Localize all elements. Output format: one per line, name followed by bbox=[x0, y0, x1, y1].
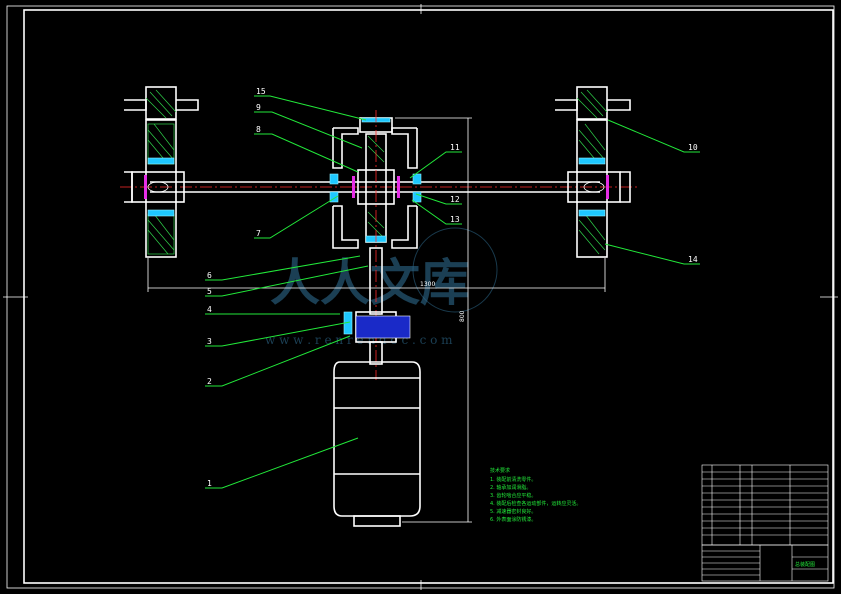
callout-6: 6 bbox=[207, 271, 212, 280]
callout-12: 12 bbox=[450, 195, 460, 204]
drawing-title: 总装配图 bbox=[795, 561, 815, 568]
watermark-ring bbox=[412, 227, 498, 313]
callout-8: 8 bbox=[256, 125, 261, 134]
callout-14: 14 bbox=[688, 255, 698, 264]
parts-list bbox=[701, 464, 829, 546]
right-wheel-assembly bbox=[555, 86, 631, 258]
notes-heading: 技术要求 bbox=[490, 467, 510, 474]
callout-4: 4 bbox=[207, 305, 212, 314]
callout-15: 15 bbox=[256, 87, 266, 96]
leader-lines bbox=[205, 95, 700, 489]
callout-11: 11 bbox=[450, 143, 460, 152]
left-wheel-assembly bbox=[124, 86, 199, 258]
note-line-4: 4. 装配后检查各运动部件，运转应灵活。 bbox=[490, 500, 581, 507]
vertical-drive bbox=[333, 247, 421, 527]
height-dimension: 800 bbox=[459, 310, 466, 322]
callout-13: 13 bbox=[450, 215, 460, 224]
callout-1: 1 bbox=[207, 479, 212, 488]
note-line-2: 2. 轴承加润滑脂。 bbox=[490, 484, 531, 491]
width-dimension: 1300 bbox=[420, 281, 435, 288]
note-line-6: 6. 外表面涂防锈漆。 bbox=[490, 516, 536, 523]
callout-5: 5 bbox=[207, 287, 212, 296]
note-line-3: 3. 齿轮啮合应平稳。 bbox=[490, 492, 536, 499]
main-shaft bbox=[120, 181, 640, 193]
centering-marks bbox=[3, 4, 838, 590]
callout-2: 2 bbox=[207, 377, 212, 386]
callout-7: 7 bbox=[256, 229, 261, 238]
technical-notes: 技术要求 1. 装配前清洗零件。 2. 轴承加润滑脂。 3. 齿轮啮合应平稳。 … bbox=[490, 467, 581, 523]
title-block: 总装配图 bbox=[701, 544, 829, 582]
callout-3: 3 bbox=[207, 337, 212, 346]
note-line-5: 5. 减速器密封良好。 bbox=[490, 508, 536, 515]
inner-frame bbox=[23, 9, 834, 584]
callout-10: 10 bbox=[688, 143, 698, 152]
note-line-1: 1. 装配前清洗零件。 bbox=[490, 476, 536, 483]
callout-9: 9 bbox=[256, 103, 261, 112]
callout-labels: 15 9 8 7 6 5 4 3 2 1 11 12 13 10 14 bbox=[207, 87, 698, 488]
dimension-lines: 1300 800 bbox=[147, 117, 606, 523]
